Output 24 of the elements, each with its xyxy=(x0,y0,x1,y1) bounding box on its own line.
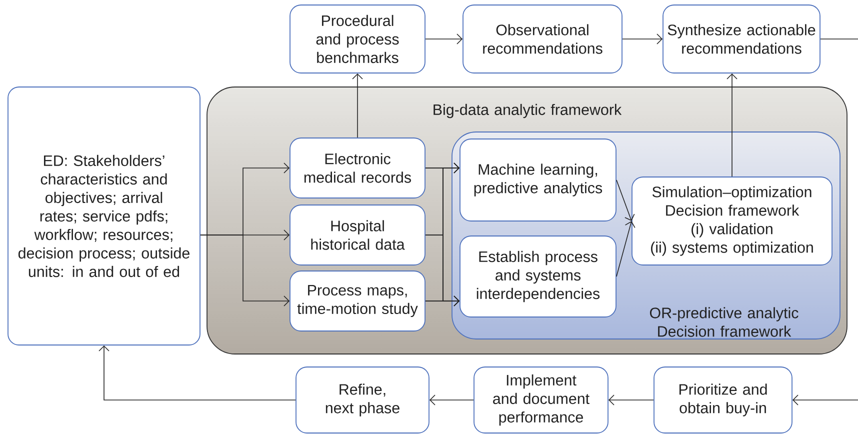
arrow xyxy=(622,34,663,44)
arrow xyxy=(608,394,654,406)
arrow xyxy=(792,394,858,406)
arrow xyxy=(98,345,296,400)
process-box: ED: Stakeholders’ characteristics and objectives; arrival rates; service pdfs; workflow; resources; decision process; outside units: in and out of ed xyxy=(8,86,200,346)
process-box: Machine learning, predictive analytics xyxy=(460,138,616,222)
arrow xyxy=(200,234,290,306)
process-box: Observational recommendations xyxy=(462,4,622,74)
arrow xyxy=(352,73,363,138)
process-box: Establish process and systems interdependencies xyxy=(460,236,616,318)
process-box: Synthesize actionable recommendations xyxy=(662,4,820,74)
process-box: Prioritize and obtain buy-in xyxy=(654,366,792,434)
process-box: Refine, next phase xyxy=(296,366,430,434)
arrow xyxy=(425,34,463,44)
arrow xyxy=(425,296,460,306)
process-box: Procedural and process benchmarks xyxy=(290,4,426,74)
process-box: Hospital historical data xyxy=(290,204,426,266)
arrow xyxy=(429,394,474,406)
arrow xyxy=(726,73,738,177)
process-box: Implement and document performance xyxy=(474,366,608,434)
process-box: Simulation–optimization Decision framework (i) validation (ii) systems optimization xyxy=(632,176,832,266)
process-box: Electronic medical records xyxy=(290,138,426,198)
arrow xyxy=(616,221,636,277)
process-box: Process maps, time-motion study xyxy=(290,270,426,332)
